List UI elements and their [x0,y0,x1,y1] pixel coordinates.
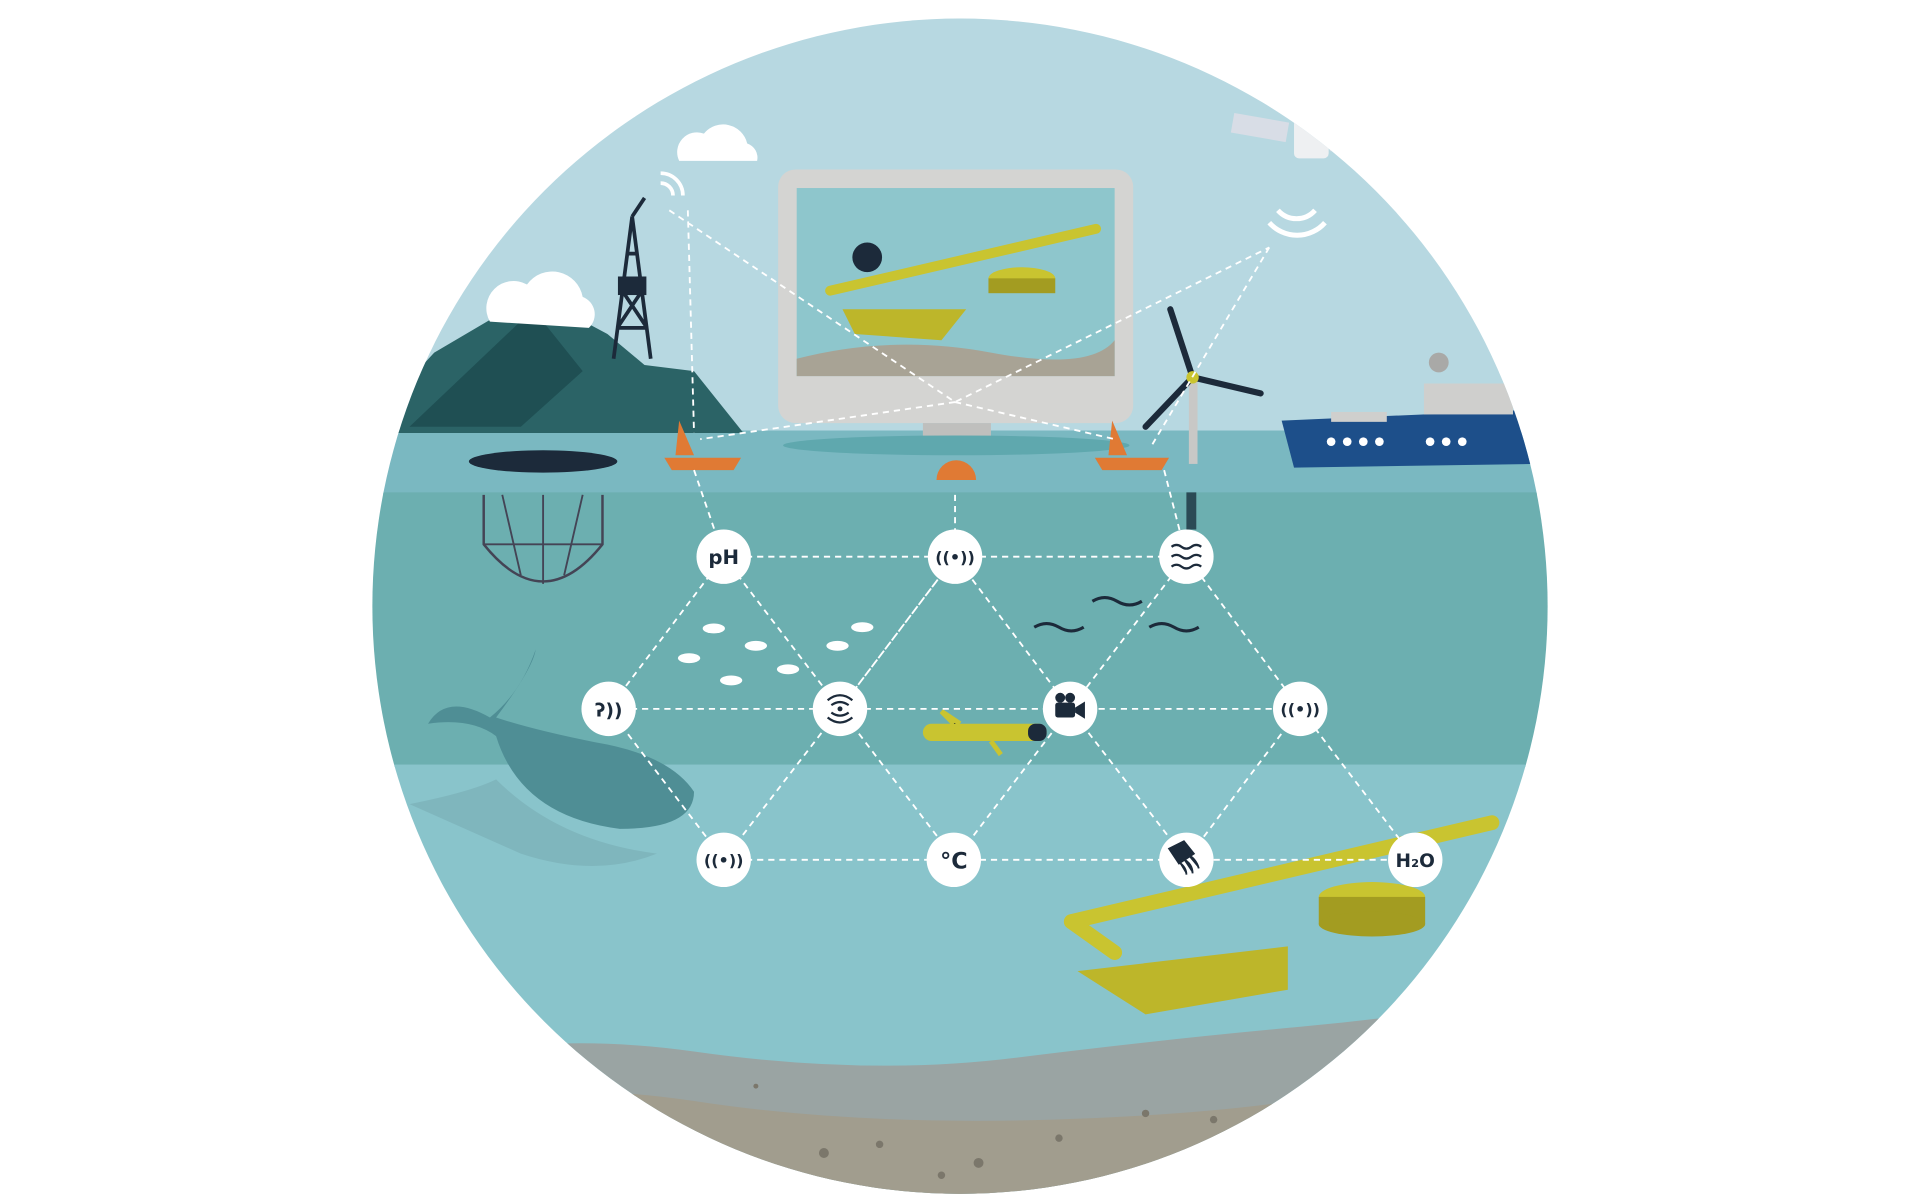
ear-hydrophone-icon: ʔ)) [595,700,623,721]
sensor-node-hearing: ʔ)) [581,681,636,737]
buoy-left [664,420,742,471]
research-vessel [1281,352,1548,468]
whale-shadow [409,779,657,866]
acoustic-signal-icon: ((•)) [704,851,744,870]
fiber-optic-icon [1167,840,1200,875]
sensor-node-fiber [1159,832,1214,888]
sensor-node-acoustic-bottom: ((•)) [696,832,751,888]
acoustic-signal-icon: ((•)) [935,548,975,567]
wind-turbine [1142,306,1264,530]
sensor-node-acoustic-right: ((•)) [1272,681,1328,737]
fish-school [677,622,874,686]
ph-sensor-icon: pH [708,546,739,569]
sensor-node-sonar [812,681,868,737]
sensor-node-acoustic-top: ((•)) [927,529,983,584]
water-quality-icon: H₂O [1396,851,1435,872]
sonar-icon [826,694,854,724]
sensor-node-current [1159,529,1214,584]
fish-farm [468,450,618,584]
video-camera-icon [1055,692,1085,719]
buoy-center [936,460,977,480]
acoustic-signal-icon: ((•)) [1280,700,1320,719]
whale [428,649,695,829]
wrench-icon [852,242,883,273]
monitor-display [778,169,1134,456]
current-arrows [1033,595,1200,633]
radio-tower [611,171,685,360]
sensor-node-temperature: °C [926,832,982,888]
temperature-icon: °C [940,848,967,874]
sensor-node-water: H₂O [1388,832,1443,888]
cloud-top [677,124,758,161]
underwater-glider [922,709,1047,757]
sensor-node-camera [1042,681,1098,737]
seabed-pebbles [753,1083,1218,1179]
buoy-right [1094,420,1170,471]
cloud-left [486,271,595,328]
current-flow-icon [1170,543,1202,570]
sensor-node-ph: pH [696,529,751,584]
